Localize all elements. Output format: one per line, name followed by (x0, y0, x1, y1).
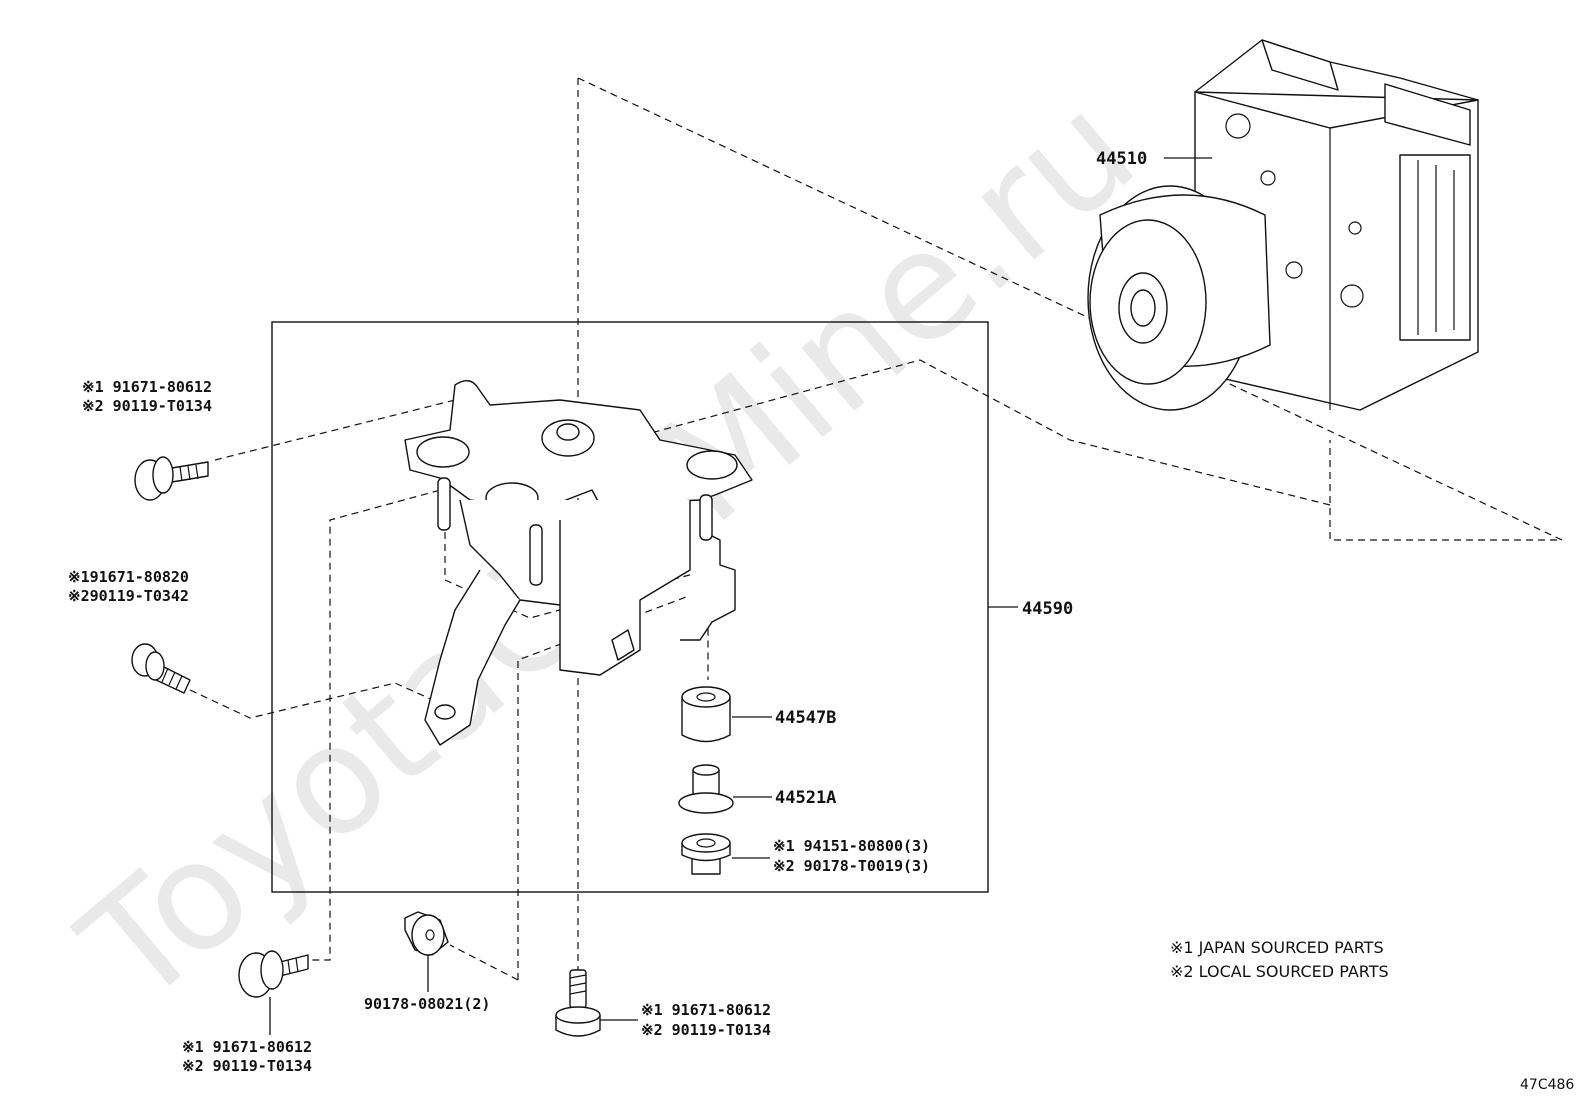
flange-bolt-bottom-center (555, 969, 601, 1037)
label-washer-nut: 90178-08021(2) (364, 995, 490, 1013)
label-44510: 44510 (1096, 149, 1147, 169)
collar (678, 764, 734, 814)
flange-bolt-bottom-left (238, 950, 309, 998)
label-bolt-top-left-line1: ※1 91671-80612 (82, 378, 212, 396)
label-bolt-bottom-left-line1: ※1 91671-80612 (182, 1038, 312, 1056)
flange-bolt-mid-left (131, 643, 191, 694)
diagram-code: 47C486 (1520, 1077, 1574, 1093)
legend-japan-sourced: ※1 JAPAN SOURCED PARTS (1170, 938, 1384, 957)
label-nut-line1: ※1 94151-80800(3) (773, 837, 930, 855)
label-bolt-bottom-center-line2: ※2 90119-T0134 (641, 1021, 771, 1039)
abs-actuator (1087, 39, 1479, 411)
label-44590: 44590 (1022, 599, 1073, 619)
label-44521A: 44521A (775, 788, 836, 808)
label-44547B: 44547B (775, 708, 836, 728)
washer-nut (404, 911, 449, 956)
label-bolt-top-left-line2: ※2 90119-T0134 (82, 397, 212, 415)
legend-local-sourced: ※2 LOCAL SOURCED PARTS (1170, 962, 1389, 981)
label-bolt-mid-left-line1: ※191671-80820 (68, 568, 189, 586)
cushion (681, 686, 731, 743)
flange-nut (681, 833, 731, 875)
flange-bolt-top-left (134, 456, 209, 501)
label-nut-line2: ※2 90178-T0019(3) (773, 857, 930, 875)
label-bolt-bottom-left-line2: ※2 90119-T0134 (182, 1057, 312, 1075)
label-bolt-bottom-center-line1: ※1 91671-80612 (641, 1001, 771, 1019)
actuator-bracket (404, 380, 753, 746)
label-bolt-mid-left-line2: ※290119-T0342 (68, 587, 189, 605)
